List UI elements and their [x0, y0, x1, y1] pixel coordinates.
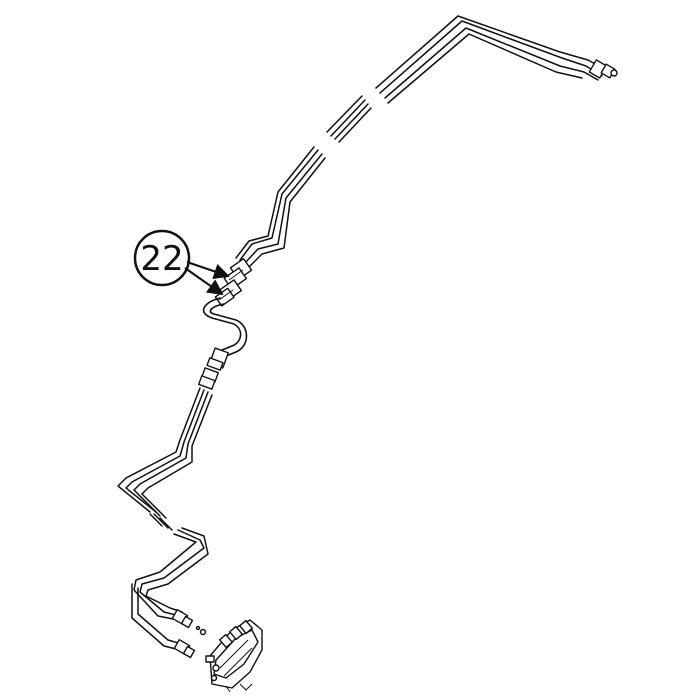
- upper-tube-run: [235, 15, 618, 269]
- tube-segment-lower-2: [149, 513, 173, 531]
- tube-segment-upper-mid: [326, 95, 372, 143]
- callout-22: 22: [133, 229, 230, 296]
- tube-segment-lower-3: [131, 527, 209, 651]
- tube-segment-mid: [235, 146, 326, 269]
- callout-label: 22: [140, 239, 183, 279]
- callout-leader-upper: [186, 261, 230, 280]
- tube-segment-top: [375, 15, 607, 104]
- tube-end-fitting-top: [588, 59, 618, 79]
- tube-segment-lower-1: [117, 387, 213, 519]
- callout-leader-lower: [184, 267, 224, 296]
- lower-tube-run: [117, 387, 213, 659]
- control-valve: [205, 619, 263, 693]
- middle-fittings: [198, 347, 230, 390]
- flex-hose: [202, 297, 248, 357]
- valve-connectors: [171, 608, 207, 659]
- pipe-fittings: [214, 257, 253, 307]
- callout-circle: [133, 229, 191, 287]
